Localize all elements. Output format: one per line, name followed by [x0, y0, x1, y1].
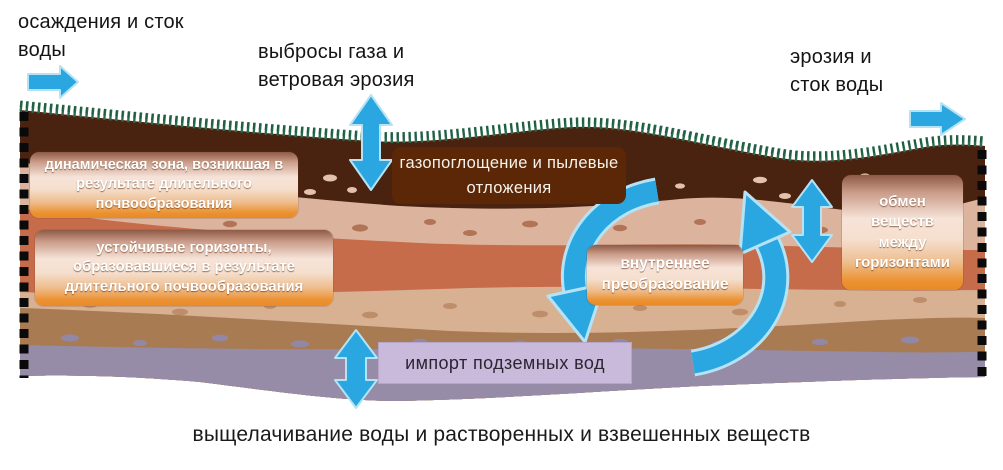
- grass-surface: [19, 100, 986, 163]
- box-internal-transformation-text: внутреннее преобразование: [601, 255, 729, 293]
- groundwater-arrow-icon: [334, 329, 378, 409]
- internal-cycle-arrows-icon: [546, 177, 792, 377]
- box-groundwater-import: импорт подземных вод: [378, 342, 632, 384]
- label-precipitation-runoff: осаждения и сток воды: [18, 11, 184, 62]
- label-gas-emissions-wind-erosion: выбросы газа и ветровая эрозия: [258, 41, 415, 92]
- box-stable-horizons-text: устойчивые горизонты, образовавшиеся в р…: [64, 239, 304, 295]
- box-horizon-exchange: обмен веществ между горизонтами: [842, 175, 963, 290]
- precipitation-arrow-icon: [27, 65, 79, 99]
- caption-leaching: выщелачивание воды и растворенных и взве…: [192, 423, 811, 446]
- box-gas-absorption: газопоглощение и пылевые отложения: [392, 147, 626, 204]
- box-stable-horizons: устойчивые горизонты, образовавшиеся в р…: [35, 230, 333, 306]
- profile-dashed-borders: [19, 112, 987, 378]
- box-groundwater-import-text: импорт подземных вод: [405, 352, 605, 373]
- box-horizon-exchange-text: обмен веществ между горизонтами: [855, 193, 950, 271]
- box-gas-absorption-text: газопоглощение и пылевые отложения: [399, 153, 619, 197]
- horizon-exchange-arrow-icon: [791, 179, 833, 263]
- erosion-arrow-icon: [909, 102, 966, 136]
- gas-emission-arrow-icon: [349, 94, 393, 191]
- flux-arrows: [27, 65, 966, 409]
- box-dynamic-zone: динамическая зона, возникшая в результат…: [30, 152, 298, 218]
- box-dynamic-zone-text: динамическая зона, возникшая в результат…: [44, 157, 284, 212]
- label-erosion-runoff: эрозия и сток воды: [790, 46, 884, 97]
- box-internal-transformation: внутреннее преобразование: [587, 245, 743, 305]
